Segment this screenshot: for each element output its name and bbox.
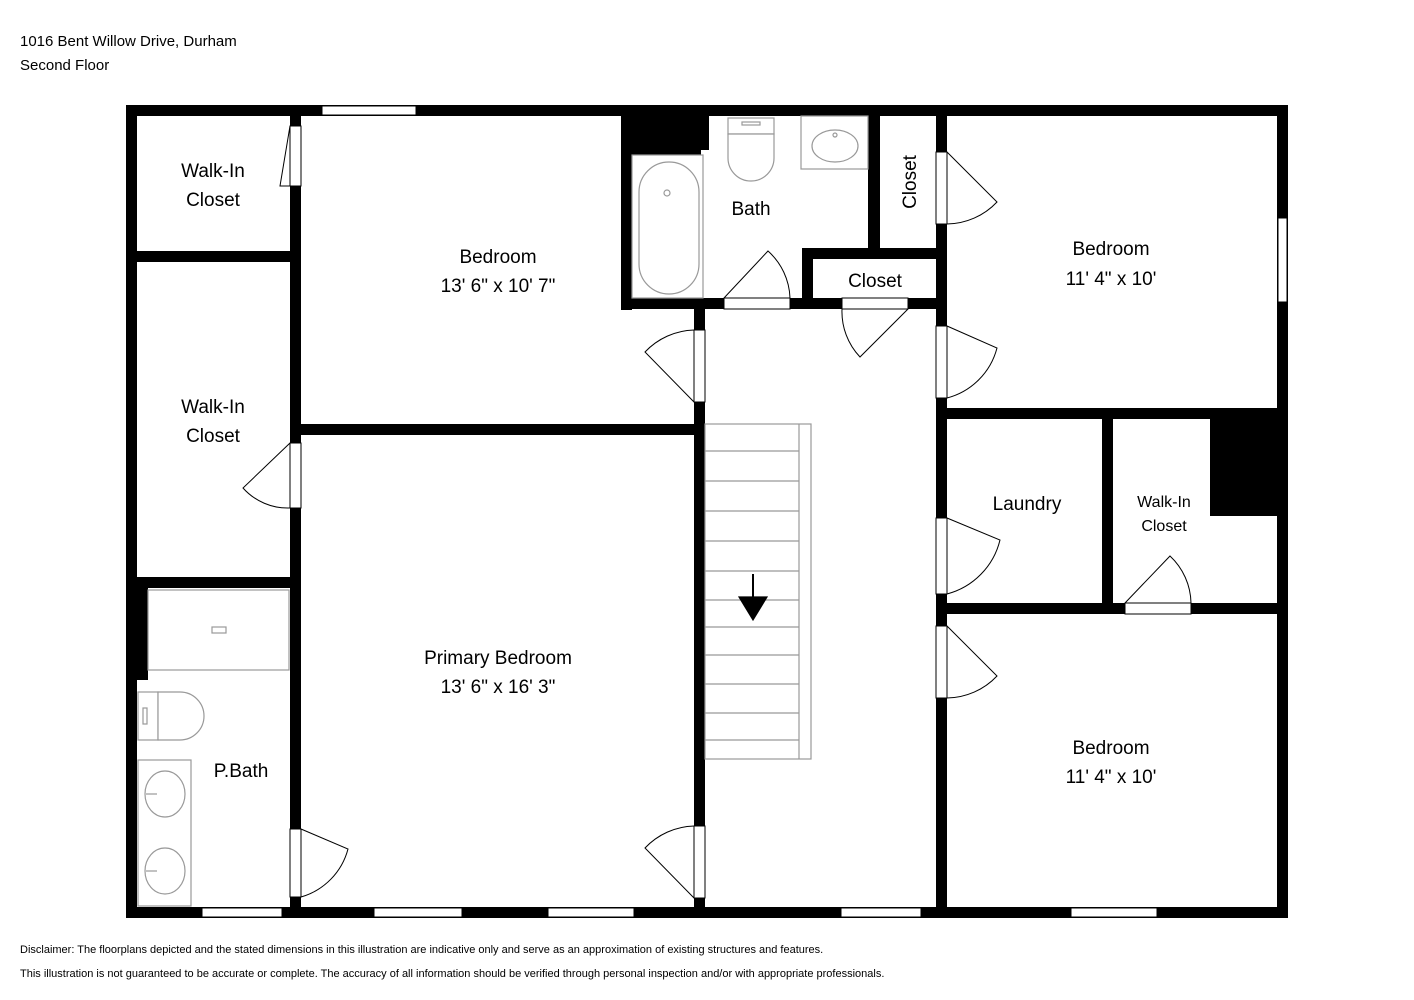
wall-pbath-shower [126, 588, 148, 680]
door-walkin-mid [242, 442, 291, 509]
chase-block [621, 105, 701, 155]
outer-wall-left [126, 105, 137, 918]
door-opening-bath [723, 297, 791, 310]
window-bedroom-bottom [1070, 907, 1158, 918]
address-text: 1016 Bent Willow Drive, Durham [20, 33, 237, 50]
window-primary-2 [547, 907, 635, 918]
chase-block-right [1210, 419, 1288, 516]
door-bedroom-right-top [946, 325, 998, 399]
door-primary [644, 825, 695, 899]
disclaimer-line-2: This illustration is not guaranteed to b… [20, 968, 885, 980]
wall-bath-bottom [621, 298, 813, 309]
staircase [704, 423, 812, 760]
vanity-sink-2-icon [144, 847, 186, 895]
door-laundry [946, 517, 1001, 595]
wall-closet-split-1 [126, 251, 301, 262]
doors [242, 125, 1192, 899]
outer-wall-top [126, 105, 1288, 116]
door-opening-bedroom-top [693, 329, 706, 403]
door-opening-walkin-mid [289, 442, 302, 509]
pbath-toilet-bowl-icon [157, 691, 205, 741]
label-bedroom-top: Bedroom [459, 247, 536, 268]
label-walkin-mid-2: Closet [186, 426, 241, 447]
dims-primary-bedroom: 13' 6" x 16' 3" [441, 677, 556, 698]
toilet-bowl-icon [727, 133, 775, 182]
label-walkin-top-1: Walk-In [181, 161, 245, 182]
window-pbath [201, 907, 283, 918]
wall-laundry-closet [1102, 408, 1113, 614]
sink-faucet [832, 132, 838, 138]
toilet-flush [741, 121, 761, 126]
door-opening-pbath [289, 828, 302, 898]
disclaimer-line-1: Disclaimer: The floorplans depicted and … [20, 944, 824, 956]
pbath-toilet-tank-icon [137, 691, 159, 741]
window-right-bedroom [1277, 217, 1288, 303]
vanity-sink-1-icon [144, 770, 186, 818]
wall-bedroom-primary [301, 424, 705, 435]
dims-bedroom-right-top: 11' 4" x 10' [1066, 269, 1157, 290]
stairs-outline [704, 423, 812, 760]
label-pbath: P.Bath [214, 761, 269, 782]
door-bath [723, 250, 791, 299]
door-walkin-top [279, 125, 291, 187]
wall-hall-right [936, 105, 947, 918]
door-bedroom-right-bottom [946, 625, 998, 699]
tub-drain [663, 189, 671, 197]
down-arrow-icon [737, 596, 769, 622]
door-opening-vertical-closet [935, 151, 948, 225]
door-pbath [300, 828, 349, 898]
label-walkin-mid-1: Walk-In [181, 397, 245, 418]
door-opening-bedroom-right-top [935, 325, 948, 399]
toilet-tank-icon [727, 117, 775, 135]
window-hall [840, 907, 922, 918]
door-opening-bedroom-right-bottom [935, 625, 948, 699]
label-bedroom-right-bottom: Bedroom [1072, 738, 1149, 759]
door-hall-closet [841, 308, 909, 358]
wall-closet-split-2 [126, 577, 301, 588]
outer-wall-bottom [126, 907, 1288, 918]
door-vertical-closet [946, 151, 998, 225]
door-walkin-right [1124, 555, 1192, 604]
chase-block-2 [697, 116, 709, 150]
label-walkin-right-2: Closet [1141, 518, 1187, 535]
door-opening-primary [693, 825, 706, 899]
wall-bath-left [621, 105, 632, 310]
wall-bath-closet-side [802, 248, 813, 309]
shower-drain [211, 626, 227, 634]
label-laundry: Laundry [993, 494, 1062, 515]
room-labels: Walk-In Closet Walk-In Closet Bedroom 13… [181, 154, 1191, 788]
door-bedroom-top [644, 329, 695, 403]
fixtures [137, 115, 869, 907]
sink-icon [811, 129, 859, 163]
label-primary-bedroom: Primary Bedroom [424, 648, 572, 669]
bathtub-basin [638, 161, 700, 295]
wall-left-column [290, 105, 301, 918]
label-closet-hall: Closet [848, 271, 903, 292]
door-opening-laundry [935, 517, 948, 595]
floor-name: Second Floor [20, 57, 110, 74]
window-top-bedroom [321, 105, 417, 116]
window-primary-1 [373, 907, 463, 918]
disclaimer: Disclaimer: The floorplans depicted and … [20, 938, 884, 986]
plan-header: 1016 Bent Willow Drive, Durham Second Fl… [20, 30, 237, 78]
door-opening-walkin-top [289, 125, 302, 187]
pbath-toilet-flush [142, 707, 148, 725]
label-closet-vertical: Closet [900, 154, 921, 209]
dims-bedroom-right-bottom: 11' 4" x 10' [1066, 767, 1157, 788]
label-bedroom-right-top: Bedroom [1072, 239, 1149, 260]
door-opening-walkin-right [1124, 602, 1192, 615]
door-opening-hall-closet [841, 297, 909, 310]
label-bath: Bath [731, 199, 770, 220]
dims-bedroom-top: 13' 6" x 10' 7" [441, 276, 556, 297]
windows [201, 105, 1288, 918]
wall-vertical-closet-left [868, 105, 880, 259]
label-walkin-top-2: Closet [186, 190, 241, 211]
wall-hall-left [694, 298, 705, 918]
label-walkin-right-1: Walk-In [1137, 494, 1191, 511]
